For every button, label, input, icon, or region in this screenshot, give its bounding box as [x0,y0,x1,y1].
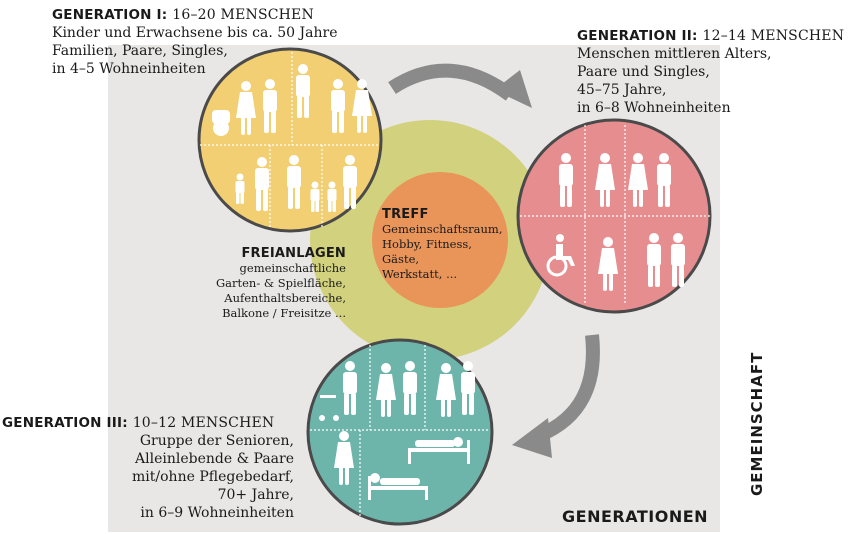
generation2-line: Menschen mittleren Alters, [577,46,772,62]
freianlagen-line: Aufenthaltsbereiche, [224,291,346,305]
gemeinschaft-label: GEMEINSCHAFT [748,351,766,496]
treff-text: TREFF Gemeinschaftsraum, Hobby, Fitness,… [382,207,503,282]
generation1-title: GENERATION I: [52,7,168,23]
generation1-line: Kinder und Erwachsene bis ca. 50 Jahre [52,25,338,41]
generationen-label: GENERATIONEN [562,507,709,526]
generation3-line: mit/ohne Pflegebedarf, [132,469,294,485]
generation3-circle [306,338,494,526]
generation1-circle [197,47,383,233]
treff-line: Werkstatt, ... [382,267,458,281]
generation3-line: Gruppe der Senioren, [139,433,294,449]
treff-line: Gemeinschaftsraum, [382,222,503,236]
arrow-head-2 [512,418,552,458]
generation1-line: Familien, Paare, Singles, [52,43,228,59]
arrow-head-1 [494,70,532,108]
generation2-line: in 6–8 Wohneinheiten [577,100,731,116]
gemeinschaft-label-box: GEMEINSCHAFT [720,300,766,500]
generation1-text: GENERATION I: 16–20 MENSCHEN Kinder und … [52,6,338,78]
freianlagen-text: FREIANLAGEN gemeinschaftliche Garten- & … [200,246,346,321]
generation3-text: GENERATION III: 10–12 MENSCHEN Gruppe de… [2,414,294,522]
treff-line: Gäste, [382,252,420,266]
treff-circle [372,172,508,308]
generation3-line: in 6–9 Wohneinheiten [140,505,294,521]
treff-line: Hobby, Fitness, [382,237,472,251]
freianlagen-line: gemeinschaftliche [239,261,346,275]
generation3-title: GENERATION III: [2,415,128,431]
generation3-count: 10–12 MENSCHEN [132,415,275,431]
generation3-line: Alleinlebende & Paare [135,451,294,467]
generation2-count: 12–14 MENSCHEN [702,28,845,44]
freianlagen-line: Balkone / Freisitze ... [222,306,346,320]
generation1-count: 16–20 MENSCHEN [172,7,314,23]
arrow-gen2-to-gen3 [537,334,600,442]
generation1-line: in 4–5 Wohneinheiten [52,61,206,77]
generation3-line: 70+ Jahre, [217,487,294,503]
freianlagen-title: FREIANLAGEN [241,246,346,261]
generation2-circle [516,118,712,314]
generation2-text: GENERATION II: 12–14 MENSCHEN Menschen m… [577,27,844,117]
generation2-line: 45–75 Jahre, [577,82,667,98]
freianlagen-line: Garten- & Spielfläche, [215,276,346,290]
arrow-gen1-to-gen2 [388,63,515,101]
generation2-title: GENERATION II: [577,28,698,44]
generation2-line: Paare und Singles, [577,64,710,80]
treff-title: TREFF [382,207,429,222]
